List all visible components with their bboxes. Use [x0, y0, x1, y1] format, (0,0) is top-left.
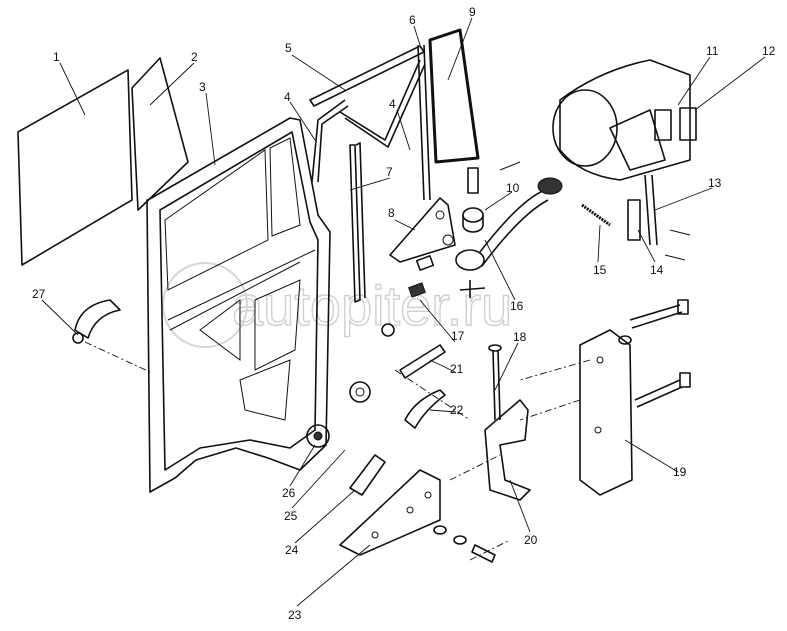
callout-20: 20 [524, 533, 538, 547]
callout-16: 16 [510, 299, 524, 313]
callout-17: 17 [451, 329, 465, 343]
latch-21 [399, 344, 446, 379]
callout-6: 6 [409, 13, 416, 27]
callout-18: 18 [513, 330, 527, 344]
callout-4: 4 [389, 97, 396, 111]
glass-channel-7 [349, 142, 366, 303]
callout-1: 1 [53, 50, 60, 64]
svg-text:autopiter.ru: autopiter.ru [232, 274, 512, 337]
callout-7: 7 [386, 165, 393, 179]
callout-22: 22 [450, 403, 464, 417]
callout-25: 25 [284, 509, 298, 523]
callout-2: 2 [191, 50, 198, 64]
bracket-8 [389, 197, 456, 263]
seal-4-left [311, 99, 349, 183]
outer-handle-27 [74, 299, 121, 339]
callout-27: 27 [32, 287, 46, 301]
hinge-plate-23 [339, 469, 441, 556]
leader-lines [41, 17, 766, 607]
callout-14: 14 [650, 263, 664, 277]
hinge-assembly-11-12 [552, 59, 697, 181]
callout-26: 26 [282, 486, 296, 500]
callout-4: 4 [284, 90, 291, 104]
pillar-19 [579, 329, 633, 496]
callout-19: 19 [673, 465, 687, 479]
seal-4-right [339, 59, 426, 148]
callout-24: 24 [285, 543, 299, 557]
vent-window-9 [428, 28, 480, 164]
callout-21: 21 [450, 362, 464, 376]
callout-15: 15 [593, 263, 607, 277]
callout-5: 5 [285, 41, 292, 55]
callout-9: 9 [469, 5, 476, 19]
callout-10: 10 [506, 181, 520, 195]
callout-13: 13 [708, 176, 722, 190]
check-strap-16 [455, 177, 563, 271]
callout-12: 12 [762, 44, 776, 58]
seal-5 [309, 45, 425, 107]
callout-23: 23 [288, 608, 302, 622]
lever-24 [349, 454, 386, 496]
callout-11: 11 [706, 44, 719, 58]
inner-handle-22 [404, 389, 446, 429]
seal-6 [417, 44, 431, 201]
door-frame [146, 117, 331, 493]
glass-panel-1 [17, 69, 133, 266]
glass-panel-2 [131, 57, 189, 211]
callout-3: 3 [199, 80, 206, 94]
hinge-20 [484, 399, 531, 501]
watermark: autopiter.ru [162, 262, 513, 348]
callout-8: 8 [388, 206, 395, 220]
